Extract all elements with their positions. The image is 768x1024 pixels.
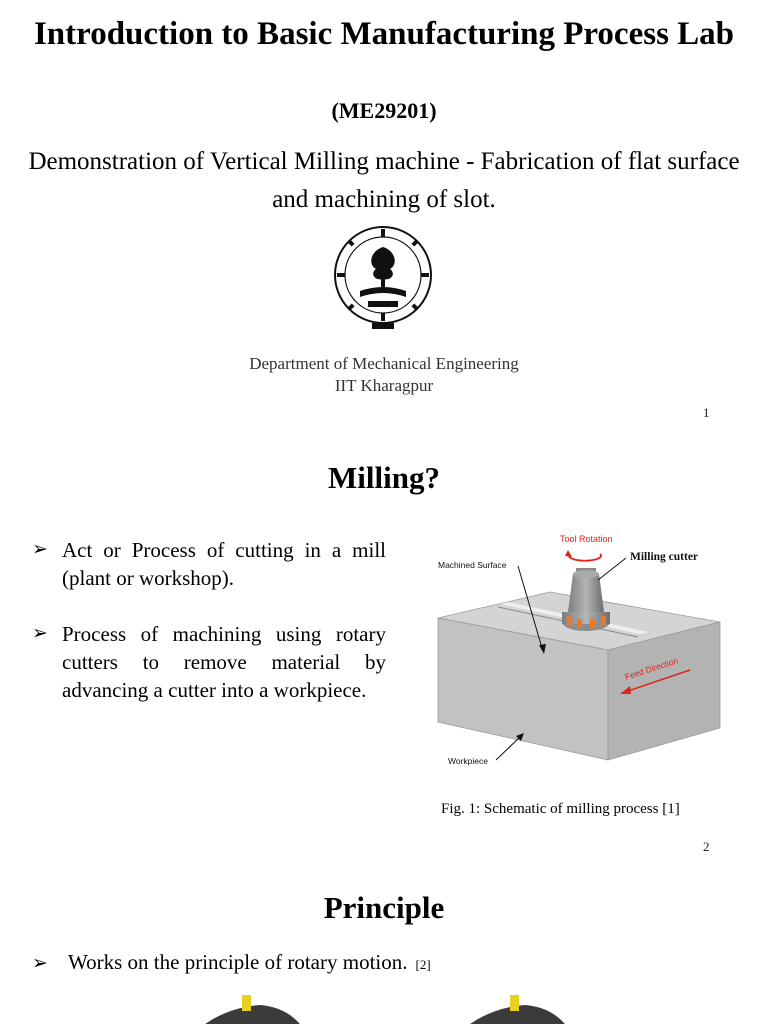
workpiece-label: Workpiece xyxy=(448,756,488,766)
slide-title: Introduction to Basic Manufacturing Proc… xyxy=(33,16,735,52)
principle-bullet: ➢ Works on the principle of rotary motio… xyxy=(32,950,431,978)
iit-kharagpur-emblem-icon xyxy=(334,226,432,329)
milling-cutter-label: Milling cutter xyxy=(630,551,698,563)
slide2-title: Milling? xyxy=(328,460,440,495)
bullet-text: Process of machining using rotary cutter… xyxy=(62,622,386,702)
slide-subtitle: Demonstration of Vertical Milling machin… xyxy=(28,148,740,213)
department-block: Department of Mechanical Engineering IIT… xyxy=(0,353,768,397)
rotary-cutter-illustration xyxy=(205,995,565,1024)
bullet-list: ➢ Act or Process of cutting in a mill (p… xyxy=(32,536,386,732)
bullet-text: Act or Process of cutting in a mill (pla… xyxy=(62,538,386,590)
cutter-insert xyxy=(601,616,606,625)
page-number-1: 1 xyxy=(703,405,710,420)
cutter-insert xyxy=(590,619,595,628)
cutter-insert xyxy=(577,619,582,628)
reference-marker: [2] xyxy=(415,957,431,972)
figure-caption: Fig. 1: Schematic of milling process [1] xyxy=(441,801,680,817)
department-name: Department of Mechanical Engineering xyxy=(249,354,519,373)
tool-rotation-label: Tool Rotation xyxy=(560,534,613,544)
page-number-2: 2 xyxy=(703,839,710,854)
slide3-title: Principle xyxy=(323,890,445,925)
milling-schematic-figure: Tool Rotation Milling cutter Machined Su… xyxy=(437,534,721,766)
bullet-item: ➢ Act or Process of cutting in a mill (p… xyxy=(32,536,386,592)
arrow-bullet-icon: ➢ xyxy=(32,539,48,560)
course-code: (ME29201) xyxy=(331,98,437,123)
arrow-bullet-icon: ➢ xyxy=(32,623,48,644)
bullet-item: ➢ Process of machining using rotary cutt… xyxy=(32,620,386,704)
cutter-insert xyxy=(567,616,572,625)
bullet-text: Works on the principle of rotary motion. xyxy=(68,950,408,974)
arrow-bullet-icon: ➢ xyxy=(32,953,48,974)
institute-name: IIT Kharagpur xyxy=(334,376,434,395)
machined-surface-label: Machined Surface xyxy=(438,560,507,570)
